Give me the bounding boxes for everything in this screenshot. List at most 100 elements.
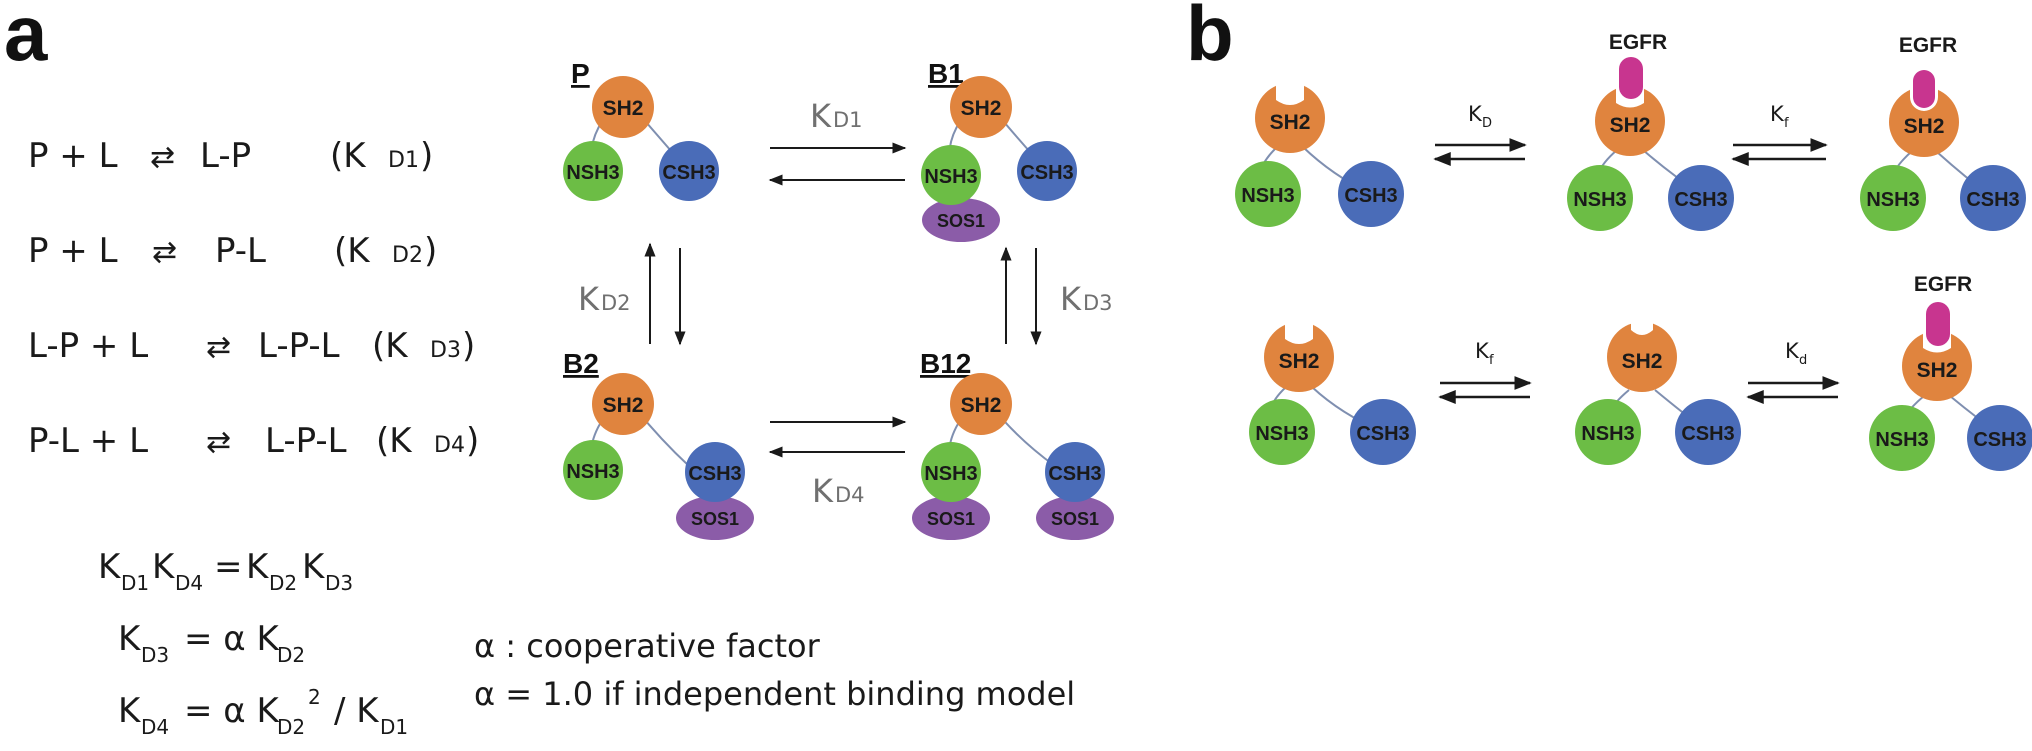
csh3-label: CSH3 bbox=[1356, 423, 1409, 445]
sos1-label: SOS1 bbox=[1051, 509, 1099, 529]
reaction-4-k: (K bbox=[376, 421, 413, 461]
reaction-2-arrow: ⇄ bbox=[152, 235, 177, 270]
csh3-label: CSH3 bbox=[1020, 162, 1073, 184]
csh3-label: CSH3 bbox=[1973, 429, 2026, 451]
sh2-domain bbox=[950, 76, 1012, 138]
nsh3-domain bbox=[1869, 405, 1935, 471]
relation-1-k3-sub: D2 bbox=[269, 571, 297, 595]
panel-label-a: a bbox=[4, 0, 48, 77]
sh2-label: SH2 bbox=[1270, 111, 1311, 134]
relation-1-k2: K bbox=[152, 547, 176, 587]
relation-1-k2-sub: D4 bbox=[175, 571, 203, 595]
relation-2-k1: K bbox=[118, 619, 142, 659]
nsh3-domain bbox=[563, 440, 623, 500]
label-kd3-main: K bbox=[1060, 280, 1082, 318]
sh2-label: SH2 bbox=[1917, 359, 1958, 382]
nsh3-label: NSH3 bbox=[1875, 429, 1928, 451]
state-b2-protein: SH2 NSH3 SOS1 CSH3 bbox=[563, 373, 754, 540]
reaction-4-arrow: ⇄ bbox=[206, 425, 231, 460]
label-b-top-k1-main: K bbox=[1468, 102, 1483, 126]
csh3-label: CSH3 bbox=[1966, 189, 2019, 211]
nsh3-label: NSH3 bbox=[1581, 423, 1634, 445]
nsh3-domain bbox=[1249, 399, 1315, 465]
label-kd2-main: K bbox=[578, 280, 600, 318]
nsh3-domain bbox=[921, 145, 981, 205]
reaction-1-ksub: D1 bbox=[388, 148, 419, 173]
reaction-3-k: (K bbox=[372, 326, 409, 366]
label-kd2: K D2 bbox=[578, 280, 631, 318]
reaction-4-kend: ) bbox=[466, 421, 479, 461]
csh3-domain bbox=[1045, 442, 1105, 502]
state-title-p: P bbox=[571, 58, 590, 89]
nsh3-label: NSH3 bbox=[1573, 189, 1626, 211]
nsh3-label: NSH3 bbox=[924, 463, 977, 485]
label-kd3-sub: D3 bbox=[1083, 291, 1113, 315]
label-b-top-k1-sub: D bbox=[1482, 116, 1492, 131]
reaction-2-lhs: P + L bbox=[28, 231, 118, 271]
nsh3-label: NSH3 bbox=[1241, 185, 1294, 207]
sos1-label: SOS1 bbox=[691, 509, 739, 529]
relation-2-k2-sub: D2 bbox=[277, 643, 305, 667]
sh2-pocket bbox=[1631, 321, 1653, 335]
label-kd4-sub: D4 bbox=[835, 483, 865, 507]
egfr-label: EGFR bbox=[1609, 31, 1667, 54]
sh2-domain bbox=[1902, 331, 1972, 401]
panel-label-b: b bbox=[1186, 0, 1234, 77]
label-kd4-main: K bbox=[812, 472, 834, 510]
nsh3-domain bbox=[563, 141, 623, 201]
label-kd1: K D1 bbox=[810, 97, 863, 135]
reaction-3-lhs: L-P + L bbox=[28, 326, 148, 366]
label-b-top-k2-main: K bbox=[1770, 102, 1785, 126]
nsh3-domain bbox=[921, 442, 981, 502]
relation-3-sup: 2 bbox=[308, 685, 321, 709]
label-kd4: K D4 bbox=[812, 472, 865, 510]
sh2-pocket bbox=[1285, 321, 1313, 344]
reaction-1-rhs: L-P bbox=[200, 136, 251, 176]
label-kd1-sub: D1 bbox=[833, 108, 863, 132]
k-relations: K D1 K D4 = K D2 K D3 K D3 = α K D2 K D4… bbox=[98, 547, 408, 739]
relation-3-rhs: = α K bbox=[184, 691, 281, 731]
label-kd3: K D3 bbox=[1060, 280, 1113, 318]
csh3-domain bbox=[659, 141, 719, 201]
csh3-domain bbox=[1338, 161, 1404, 227]
label-b-top-k2-sub: f bbox=[1784, 116, 1789, 131]
note-cooperative-factor: α : cooperative factor bbox=[474, 627, 821, 665]
b-bottom-protein-2: SH2 NSH3 CSH3 bbox=[1575, 321, 1741, 465]
sh2-domain bbox=[1595, 86, 1665, 156]
egfr-label: EGFR bbox=[1899, 34, 1957, 57]
sh2-label: SH2 bbox=[1279, 350, 1320, 373]
reaction-3-ksub: D3 bbox=[430, 338, 461, 363]
b-bottom-protein-3: EGFR SH2 NSH3 CSH3 bbox=[1869, 273, 2032, 471]
nsh3-label: NSH3 bbox=[566, 461, 619, 483]
sos1-label: SOS1 bbox=[937, 211, 985, 231]
relation-2: K D3 = α K D2 bbox=[118, 619, 305, 667]
relation-1-k4-sub: D3 bbox=[325, 571, 353, 595]
relation-3-k1-sub: D4 bbox=[141, 715, 169, 739]
csh3-domain bbox=[1017, 141, 1077, 201]
b-bottom-protein-1: SH2 NSH3 CSH3 bbox=[1249, 321, 1416, 465]
reaction-1-kend: ) bbox=[420, 136, 433, 176]
nsh3-label: NSH3 bbox=[566, 162, 619, 184]
nsh3-domain bbox=[1567, 165, 1633, 231]
relation-3-k3-sub: D1 bbox=[380, 715, 408, 739]
csh3-label: CSH3 bbox=[1674, 189, 1727, 211]
label-b-bottom-kf: K f bbox=[1475, 339, 1494, 368]
sh2-label: SH2 bbox=[1904, 115, 1945, 138]
relation-2-rhs: = α K bbox=[184, 619, 281, 659]
label-kd1-main: K bbox=[810, 97, 832, 135]
sh2-domain bbox=[1255, 83, 1325, 153]
reaction-4-lhs: P-L + L bbox=[28, 421, 148, 461]
egfr-peptide bbox=[1926, 302, 1950, 346]
state-p-protein: SH2 NSH3 CSH3 bbox=[563, 76, 719, 201]
reaction-2-rhs: P-L bbox=[215, 231, 266, 271]
sh2-label: SH2 bbox=[1622, 350, 1663, 373]
reaction-3-arrow: ⇄ bbox=[206, 330, 231, 365]
csh3-label: CSH3 bbox=[662, 162, 715, 184]
sos1-ligand bbox=[922, 198, 1000, 242]
sh2-label: SH2 bbox=[961, 394, 1002, 417]
sh2-domain bbox=[1607, 322, 1677, 392]
state-title-b2: B2 bbox=[563, 348, 599, 379]
reaction-3-rhs: L-P-L bbox=[258, 326, 340, 366]
reaction-1-lhs: P + L bbox=[28, 136, 118, 176]
